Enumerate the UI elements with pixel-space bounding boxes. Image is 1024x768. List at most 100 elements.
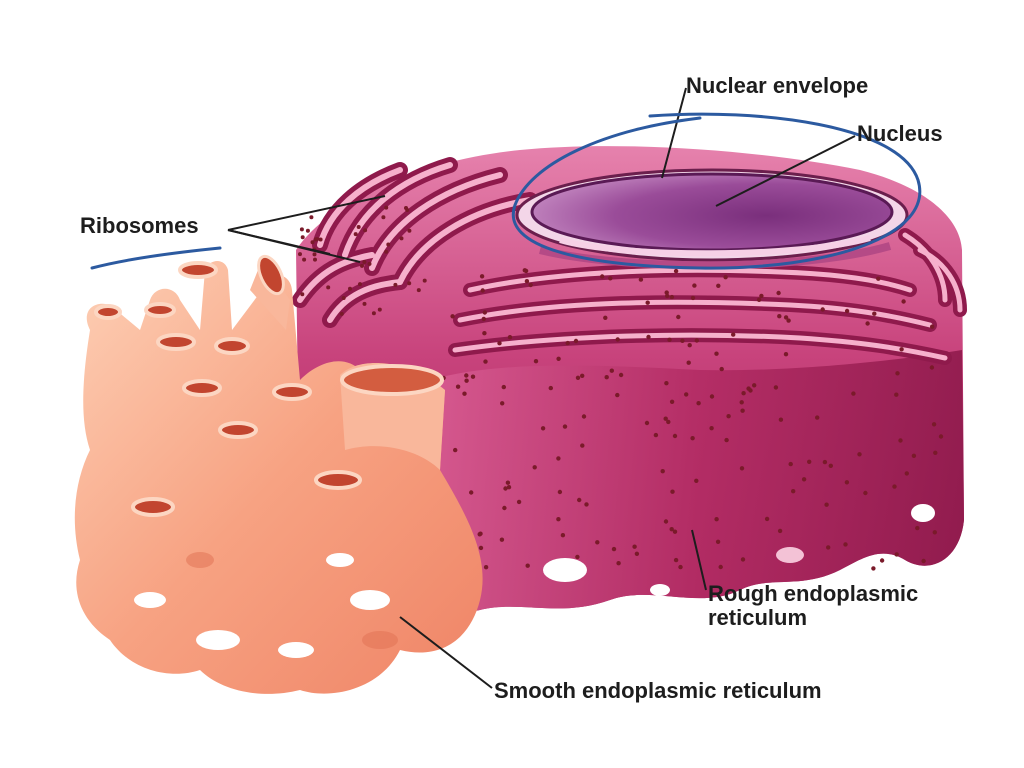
ribosome-dot (478, 545, 484, 551)
ribosome-dot (892, 484, 897, 489)
ribosome-dot (455, 384, 461, 389)
ribosome-dot (911, 453, 917, 458)
ribosome-dot (305, 228, 310, 233)
ribosome-dot (879, 558, 885, 563)
ribosome-dot (931, 422, 937, 427)
ribosomes-underline-annotation (90, 246, 222, 270)
ribosome-dot (377, 307, 382, 312)
ribosome-dot (500, 401, 505, 406)
ribosome-dot (557, 489, 563, 495)
ribosome-dot (930, 324, 935, 329)
ribosome-dot (326, 285, 331, 290)
ribosome-dot (386, 242, 391, 247)
ribosome-dot (502, 505, 507, 511)
ribosome-dot (616, 561, 621, 566)
ribosome-dot (645, 300, 650, 305)
ribosome-dot (299, 227, 304, 232)
ribosome-dot (479, 274, 485, 279)
ribosome-dot (348, 286, 352, 291)
ribosome-dot (298, 252, 302, 257)
ribosome-dot (318, 237, 323, 242)
ribosome-dot (528, 282, 533, 288)
ribosome-dot (532, 465, 537, 470)
ribosome-dot (363, 228, 368, 233)
ribosome-dot (462, 391, 467, 396)
ribosome-dot (615, 337, 620, 342)
ribosome-dot (560, 533, 566, 538)
ribosome-dot (696, 401, 701, 406)
ribosome-dot (672, 529, 678, 534)
ribosome-dot (898, 438, 903, 443)
nucleus-circle-annotation (511, 112, 922, 270)
ribosome-dot (741, 391, 746, 396)
ribosome-dot (933, 450, 938, 455)
ribosome-dot (828, 463, 833, 468)
ribosome-dot (857, 452, 862, 457)
ribosome-dot (483, 565, 489, 570)
ribosome-dot (584, 502, 589, 507)
ribosome-dot (872, 311, 877, 316)
ribosome-dot (469, 490, 474, 495)
ribosome-dot (312, 252, 317, 257)
ribosome-dot (482, 310, 487, 315)
ribosome-dot (663, 416, 668, 421)
ribosome-dot (895, 371, 900, 376)
ribosome-dot (638, 277, 644, 282)
ribosome-dot (788, 461, 793, 467)
ribosome-dot (731, 332, 736, 337)
ribosome-dot (938, 434, 944, 439)
ribosome-dot (353, 232, 358, 237)
handwritten-annotations (90, 112, 922, 270)
ribosome-dot (709, 394, 715, 399)
ribosome-dot (894, 392, 899, 397)
ribosome-dot (313, 257, 317, 262)
ribosome-dot (694, 478, 699, 483)
ribosome-dot (341, 296, 346, 300)
ribosome-dot (678, 564, 683, 570)
ribosome-dot (615, 392, 620, 398)
ribosome-dot (603, 315, 608, 320)
ribosome-dot (680, 338, 685, 343)
ribosome-dot (310, 240, 315, 245)
ribosome-dot (764, 516, 770, 522)
ribosome-dot (686, 360, 691, 365)
ribosome-dot (501, 384, 506, 390)
ribosome-dot (367, 261, 372, 266)
ribosome-dot (556, 356, 561, 361)
ribosome-dot (915, 525, 920, 531)
ribosome-dot (358, 282, 362, 287)
ribosome-dot (653, 432, 659, 438)
ribosome-dot (673, 557, 679, 563)
ribosome-dot (844, 308, 850, 314)
ribosome-dot (851, 391, 856, 396)
ribosome-dot (575, 375, 581, 380)
ribosome-dot (756, 297, 762, 302)
nucleus (515, 168, 909, 270)
ribosome-dot (901, 299, 906, 304)
ribosome-dot (482, 331, 487, 336)
ribosome-dot (669, 527, 674, 532)
ribosome-dot (600, 274, 605, 279)
ribosome-dot (516, 499, 522, 505)
ribosome-dot (565, 340, 570, 346)
ribosomes-label: Ribosomes (80, 213, 199, 238)
ribosome-dot (470, 374, 476, 379)
ribosome-dot (670, 489, 675, 494)
ribosome-dot (505, 480, 511, 485)
ribosome-dot (690, 295, 696, 301)
rough-er-label: Rough endoplasmic reticulum (708, 582, 918, 630)
ribosome-dot (407, 228, 412, 233)
ribosome-dot (723, 275, 728, 280)
ribosome-dot (575, 554, 580, 560)
ribosome-dot (507, 335, 513, 340)
ribosome-dot (714, 517, 719, 522)
ribosome-dot (525, 563, 530, 568)
ribosome-dot (384, 249, 389, 254)
ribosome-dot (665, 293, 670, 299)
ribosome-dot (407, 281, 412, 286)
rough-er-label-line2: reticulum (708, 605, 808, 630)
ribosome-dot (577, 497, 582, 503)
ribosome-dot (863, 490, 868, 496)
ribosome-dot (822, 459, 828, 465)
ribosome-dot (580, 443, 585, 448)
